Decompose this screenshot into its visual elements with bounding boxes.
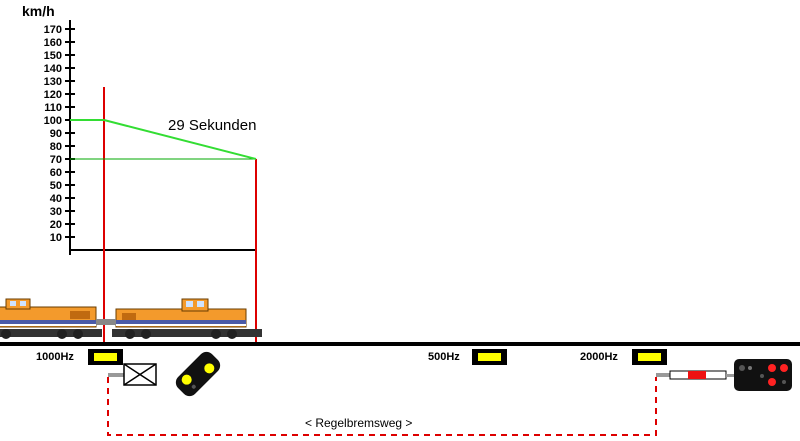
y-tick-label: 170 [44, 24, 62, 36]
y-tick-label: 70 [50, 154, 62, 166]
magnet-1000hz-label: 1000Hz [36, 351, 74, 363]
y-tick-label: 150 [44, 50, 62, 62]
y-tick-label: 60 [50, 167, 62, 179]
y-tick-label: 110 [44, 102, 62, 114]
speed-axis: 1020304050607080901001101201301401501601… [44, 20, 256, 255]
y-tick-label: 160 [44, 37, 62, 49]
y-tick-label: 10 [50, 232, 62, 244]
braking-distance-label: < Regelbremsweg > [305, 416, 412, 430]
speed-curve-group [70, 87, 257, 342]
magnet-500hz-label: 500Hz [428, 351, 460, 363]
y-tick-label: 20 [50, 219, 62, 231]
distant-signal-icon [175, 351, 221, 397]
speed-curve [103, 119, 257, 160]
y-tick-label: 140 [44, 63, 62, 75]
y-tick-label: 80 [50, 141, 62, 153]
y-tick-label: 40 [50, 193, 62, 205]
y-tick-label: 100 [44, 115, 62, 127]
locomotive-icon [0, 298, 102, 339]
ground-line [0, 342, 800, 346]
y-tick-label: 30 [50, 206, 62, 218]
braking-distance-line [107, 377, 657, 436]
y-tick-label: 50 [50, 180, 62, 192]
y-axis-unit-label: km/h [22, 3, 55, 19]
y-tick-label: 90 [50, 128, 62, 140]
main-signal-icon [734, 359, 792, 391]
y-tick-label: 130 [44, 76, 62, 88]
level-crossing-icon [123, 363, 157, 386]
magnet-2000hz-label: 2000Hz [580, 351, 618, 363]
duration-annotation: 29 Sekunden [168, 117, 256, 134]
barrier-icon [669, 370, 727, 380]
locomotive-icon [96, 298, 262, 339]
y-tick-label: 120 [44, 89, 62, 101]
